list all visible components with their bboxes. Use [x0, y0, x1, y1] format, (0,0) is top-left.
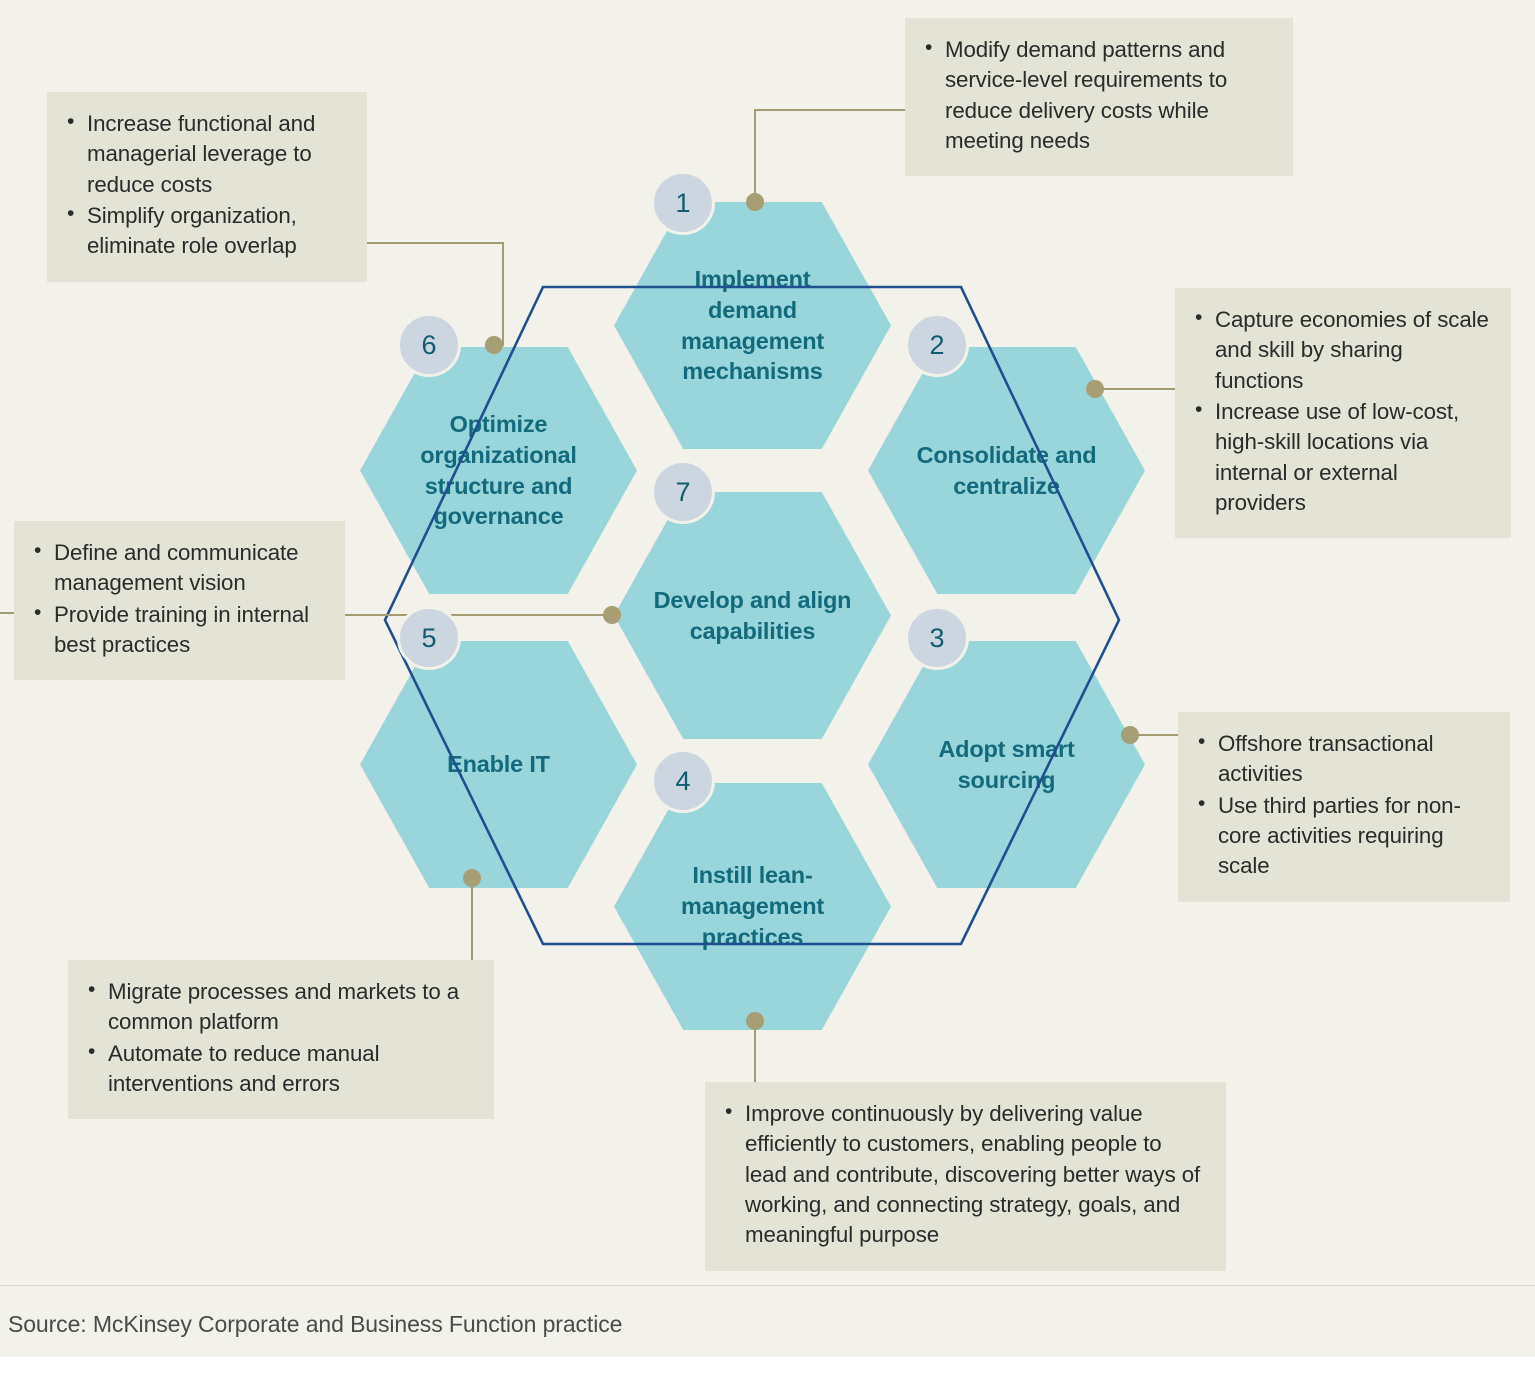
callout-4-list: Improve continuously by delivering value… — [723, 1098, 1206, 1251]
callout-1-bullet-1: Modify demand patterns and service-level… — [923, 34, 1273, 156]
hexagon-7-number-badge: 7 — [651, 460, 715, 524]
leader-dot-7 — [603, 606, 621, 624]
callout-2-bullet-2: Increase use of low-cost, high-skill loc… — [1193, 396, 1491, 518]
outer-hexagon-outline — [383, 285, 1121, 946]
leader-dot-5 — [463, 869, 481, 887]
callout-hexagon-1: Modify demand patterns and service-level… — [905, 18, 1293, 177]
leader-dot-4 — [746, 1012, 764, 1030]
leader-dot-1 — [746, 193, 764, 211]
hexagon-5[interactable]: Enable IT — [360, 641, 637, 888]
callout-6-bullet-1: Increase functional and managerial lever… — [65, 108, 347, 200]
hexagon-1-number-badge: 1 — [651, 171, 715, 235]
callout-5-list: Migrate processes and markets to a commo… — [86, 976, 474, 1100]
hexagon-2-label: Consolidate and centralize — [916, 441, 1097, 499]
source-divider — [0, 1285, 1535, 1286]
hexagon-3-number: 3 — [929, 622, 945, 653]
hexagon-5-number: 5 — [421, 622, 437, 653]
source-note: Source: McKinsey Corporate and Business … — [8, 1311, 623, 1337]
callout-6-bullet-2: Simplify organization, eliminate role ov… — [65, 200, 347, 262]
hexagon-6-number: 6 — [421, 329, 437, 360]
callout-1-list: Modify demand patterns and service-level… — [923, 34, 1273, 156]
callout-7-list: Define and communicate management vision… — [32, 537, 325, 661]
hexagon-4-number-badge: 4 — [651, 749, 715, 813]
hexagon-1-number: 1 — [675, 187, 691, 218]
callout-2-list: Capture economies of scale and skill by … — [1193, 304, 1491, 518]
leader-dot-3 — [1121, 726, 1139, 744]
hexagon-7-number: 7 — [675, 476, 691, 507]
callout-hexagon-2: Capture economies of scale and skill by … — [1175, 288, 1511, 539]
leader-line-1 — [754, 109, 905, 202]
callout-hexagon-5: Migrate processes and markets to a commo… — [68, 960, 494, 1120]
hexagon-6-number-badge: 6 — [397, 313, 461, 377]
hexagon-2-number-badge: 2 — [905, 313, 969, 377]
callout-3-bullet-2: Use third parties for non-core activitie… — [1196, 790, 1490, 882]
hexagon-2-number: 2 — [929, 329, 945, 360]
hexagon-7-label: Develop and align capabilities — [653, 586, 852, 644]
callout-5-bullet-1: Migrate processes and markets to a commo… — [86, 976, 474, 1038]
hexagon-3-label: Adopt smart sourcing — [938, 735, 1075, 793]
leader-dot-2 — [1086, 380, 1104, 398]
hexagon-4-label: Instill lean-management practices — [681, 862, 824, 950]
callout-7-bullet-2: Provide training in internal best practi… — [32, 599, 325, 661]
footer-strip — [0, 1357, 1535, 1397]
callout-3-bullet-1: Offshore transactional activities — [1196, 728, 1490, 790]
callout-4-bullet-1: Improve continuously by delivering value… — [723, 1098, 1206, 1251]
callout-hexagon-6: Increase functional and managerial lever… — [47, 92, 367, 282]
callout-hexagon-3: Offshore transactional activities Use th… — [1178, 712, 1510, 902]
hexagon-4[interactable]: Instill lean-management practices — [614, 783, 891, 1030]
callout-3-list: Offshore transactional activities Use th… — [1196, 728, 1490, 882]
callout-2-bullet-1: Capture economies of scale and skill by … — [1193, 304, 1491, 396]
leader-dot-6 — [485, 336, 503, 354]
callout-6-list: Increase functional and managerial lever… — [65, 108, 347, 262]
hexagon-3-number-badge: 3 — [905, 606, 969, 670]
hexagon-5-label: Enable IT — [447, 751, 550, 778]
callout-hexagon-4: Improve continuously by delivering value… — [705, 1082, 1226, 1271]
callout-5-bullet-2: Automate to reduce manual interventions … — [86, 1038, 474, 1100]
hexagon-6-label: Optimize organizational structure and go… — [420, 410, 577, 530]
hexagon-5-number-badge: 5 — [397, 606, 461, 670]
callout-7-bullet-1: Define and communicate management vision — [32, 537, 325, 599]
hexagon-4-number: 4 — [675, 765, 691, 796]
callout-hexagon-7: Define and communicate management vision… — [14, 521, 345, 681]
hexagon-7[interactable]: Develop and align capabilities — [614, 492, 891, 739]
